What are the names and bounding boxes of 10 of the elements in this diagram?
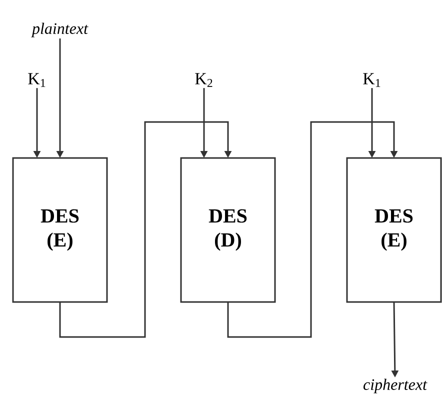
key-label: K$_{1}$: [28, 73, 46, 87]
key-label: K$_{2}$: [195, 73, 212, 87]
cipher-box: DES (E): [346, 157, 442, 303]
data-label: plaintext: [31, 22, 88, 38]
cipher-box: DES (D): [180, 157, 276, 303]
cipher-box: DES (E): [12, 157, 108, 303]
key-label: K$_{1}$: [363, 73, 380, 87]
data-label: ciphertext: [364, 378, 428, 394]
arrow: [59, 121, 232, 338]
arrow: [227, 121, 398, 338]
